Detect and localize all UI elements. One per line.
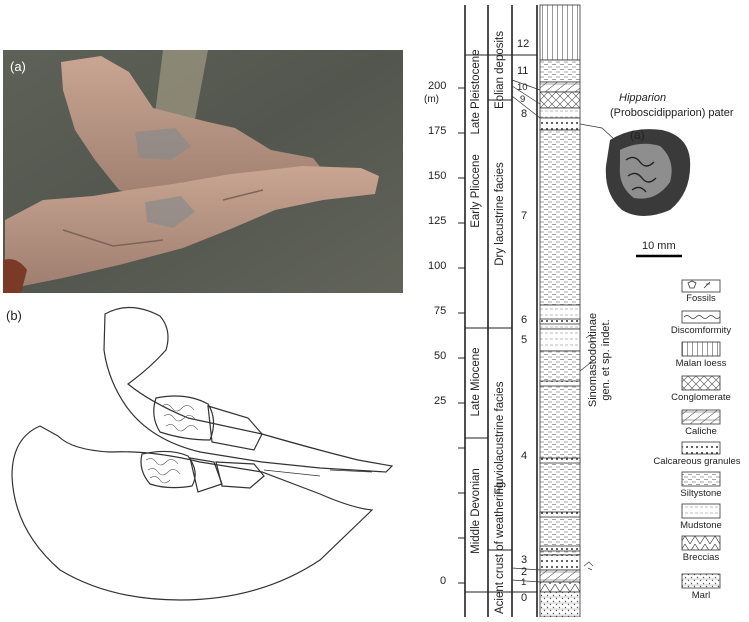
height-tick: 150: [428, 170, 446, 182]
legend-label: Conglomerate: [651, 392, 749, 403]
legend-label: Caliche: [651, 426, 749, 437]
layer-number: 0: [521, 592, 527, 604]
epoch-label: Early Pliocene: [470, 131, 482, 251]
height-tick: 25: [434, 395, 446, 407]
facies-label: Eolian deposits: [494, 10, 506, 130]
legend-label: Marl: [651, 590, 749, 601]
legend-label: Fossils: [651, 293, 749, 304]
hipparion-tooth-photo: [606, 129, 690, 216]
scale-bar-label: 10 mm: [642, 240, 676, 252]
panel-a-photo-label: (a): [10, 59, 26, 74]
legend-label: Discomformity: [651, 325, 749, 336]
hipparion-label-line2: (Proboscidipparion) pater: [610, 107, 734, 119]
stratigraphic-column-figure: 200 (m) 175 150 125 100 75 50 25 0 Late …: [420, 0, 749, 617]
hipparion-label: Hipparion: [619, 92, 666, 104]
layer-number: 11: [517, 65, 528, 77]
height-unit: (m): [424, 94, 439, 105]
legend-label: Siltystone: [651, 488, 749, 499]
layer-number: 10: [517, 82, 528, 93]
legend-label: Malan loess: [651, 358, 749, 369]
upper-mandible-outline: [104, 307, 392, 472]
legend-label: Mudstone: [651, 520, 749, 531]
height-tick: 0: [440, 575, 446, 587]
facies-label: Acient crust of weathering: [494, 494, 506, 614]
fossil-line-drawing: (b): [0, 300, 410, 612]
epoch-label: Middle Devonian: [470, 451, 482, 571]
legend-label: Calcareous granules: [642, 456, 749, 467]
height-tick: 125: [428, 215, 446, 227]
layer-number: 8: [521, 108, 527, 120]
layer-number: 3: [521, 554, 527, 566]
facies-label: Fluviolacustrine facies: [494, 378, 506, 498]
height-axis-ticks: [458, 88, 465, 583]
fossil-photograph: (a): [3, 50, 403, 293]
lithology-column: [540, 5, 580, 617]
sinomastodon-label-line2: gen. et sp. indet.: [600, 305, 612, 415]
layer-number: 5: [521, 334, 527, 346]
height-tick: 100: [428, 260, 446, 272]
height-tick: 75: [434, 305, 446, 317]
layer-number: 9: [520, 94, 525, 105]
layer-number: 7: [521, 210, 527, 222]
height-tick: 200: [428, 80, 446, 92]
sinomastodon-label: Sinomastodontinae: [587, 305, 599, 415]
layer-number: 12: [517, 38, 529, 50]
height-tick: 50: [434, 350, 446, 362]
panel-b-label: (b): [6, 308, 22, 323]
layer-number: 1: [521, 577, 526, 588]
layer-number: 6: [521, 314, 527, 326]
facies-label: Dry lacustrine facies: [494, 154, 506, 274]
epoch-label: Late Miocene: [470, 322, 482, 442]
layer-number: 4: [521, 450, 527, 462]
height-tick: 175: [428, 125, 446, 137]
lower-mandible-outline: [12, 426, 372, 600]
legend-label: Breccias: [651, 552, 749, 563]
tooth-panel-label: (a): [630, 128, 645, 142]
